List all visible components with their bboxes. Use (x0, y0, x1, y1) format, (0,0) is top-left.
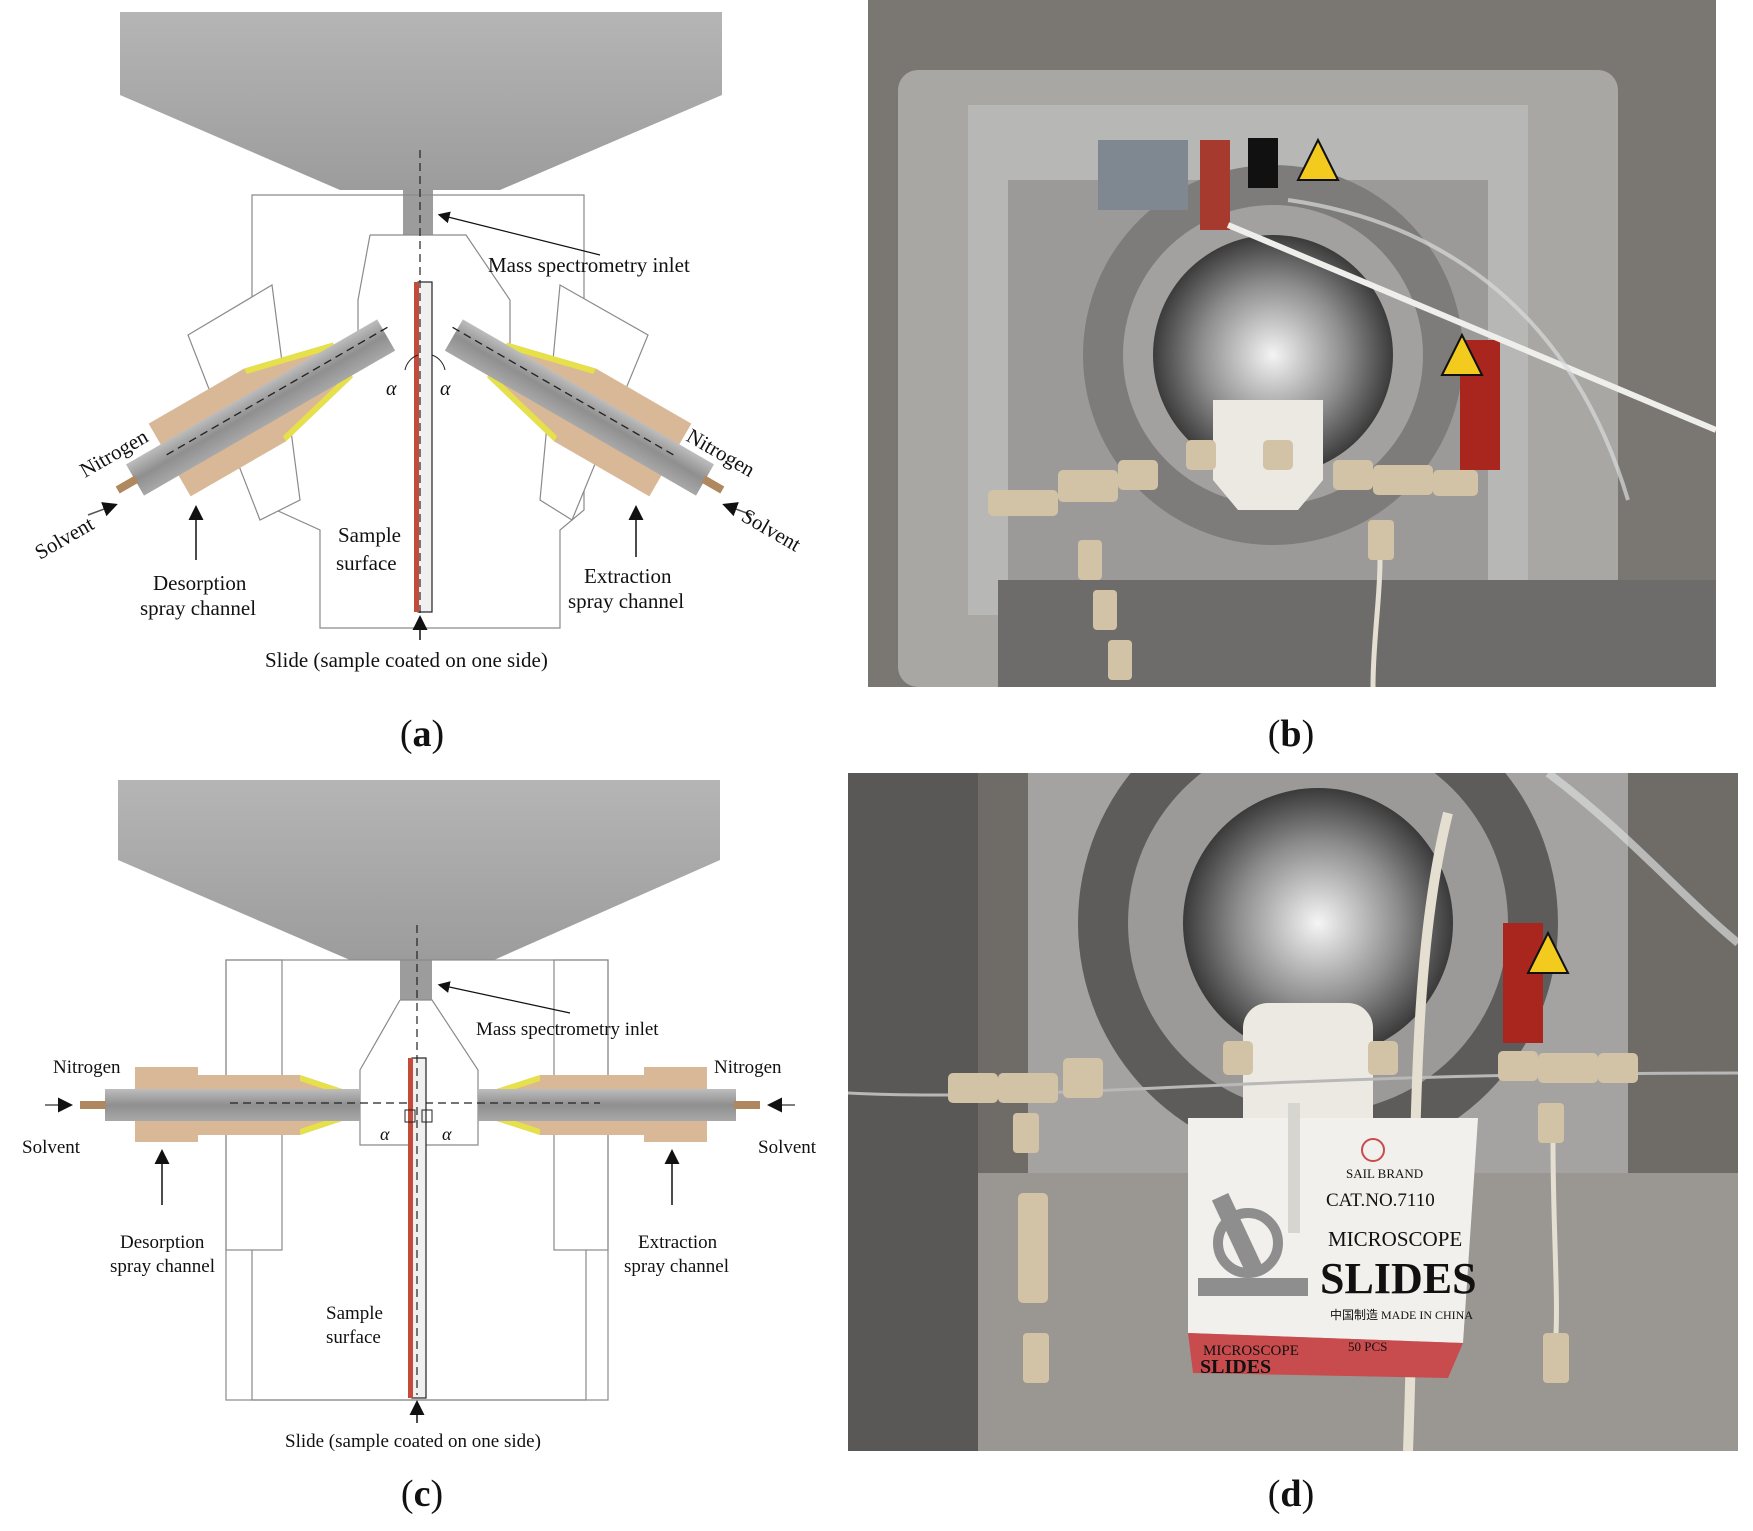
box-slides: SLIDES (1320, 1254, 1477, 1303)
label-sample-1: Sample (338, 523, 401, 547)
glass-slide-d (1288, 1103, 1300, 1233)
panel-a-svg: Mass spectrometry inlet Nitrogen Solvent… (31, 12, 806, 672)
sample-coating-c (408, 1058, 413, 1398)
left-tee-fitting-d (948, 1058, 1103, 1383)
caption-d: (d) (1267, 1473, 1315, 1515)
label-sample-1-c: Sample (326, 1303, 383, 1324)
label-nitrogen-right-c: Nitrogen (714, 1057, 782, 1078)
label-extraction-1: Extraction (584, 564, 672, 588)
warning-sign-icon (1296, 137, 1340, 181)
caption-c: (c) (400, 1473, 444, 1515)
box-side-pcs: 50 PCS (1348, 1339, 1387, 1354)
panel-c-diagram: Mass spectrometry inlet Nitrogen Solvent… (0, 775, 860, 1465)
angle-right-c: α (442, 1124, 452, 1144)
label-desorption-1-c: Desorption (120, 1232, 205, 1253)
panel-d-photo: SAIL BRAND CAT.NO.7110 MICROSCOPE SLIDES… (848, 773, 1738, 1451)
label-extraction-2: spray channel (568, 589, 684, 613)
label-nitrogen-left-c: Nitrogen (53, 1057, 121, 1078)
box-microscope: MICROSCOPE (1328, 1227, 1462, 1251)
label-ms-inlet-c: Mass spectrometry inlet (476, 1019, 659, 1040)
label-solvent-left-c: Solvent (22, 1137, 81, 1158)
ms-hood-c (118, 780, 720, 960)
panel-c-svg: Mass spectrometry inlet Nitrogen Solvent… (22, 780, 817, 1452)
label-slide-c: Slide (sample coated on one side) (285, 1431, 541, 1452)
label-extraction-2-c: spray channel (624, 1256, 729, 1277)
panel-b-svg (868, 0, 1716, 687)
label-sample-2-c: surface (326, 1327, 381, 1348)
left-tee-fitting (988, 460, 1158, 680)
microscope-slides-box: SAIL BRAND CAT.NO.7110 MICROSCOPE SLIDES… (1188, 1118, 1478, 1378)
sample-slide (417, 281, 433, 613)
desorption-spray-channel (115, 319, 396, 497)
warning-sign-icon-d (1526, 930, 1570, 974)
white-sprayer-holder-d (1243, 1003, 1373, 1153)
box-made: 中国制造 MADE IN CHINA (1330, 1307, 1473, 1322)
box-side-microscope: MICROSCOPE (1203, 1343, 1299, 1359)
label-slide: Slide (sample coated on one side) (265, 648, 548, 672)
ms-inlet-c (400, 960, 432, 1000)
caption-b: (b) (1267, 713, 1315, 755)
right-tee-fitting-d (1223, 1041, 1638, 1383)
label-solvent-right-c: Solvent (758, 1137, 817, 1158)
label-desorption-2: spray channel (140, 596, 256, 620)
label-extraction-1-c: Extraction (638, 1232, 718, 1253)
angle-left: α (386, 378, 397, 400)
box-cat: CAT.NO.7110 (1326, 1190, 1435, 1211)
label-sample-2: surface (336, 551, 397, 575)
label-solvent-left: Solvent (31, 511, 99, 564)
microscope-icon (1198, 1192, 1308, 1296)
label-desorption-2-c: spray channel (110, 1256, 215, 1277)
ms-hood (120, 12, 722, 190)
angle-right: α (440, 378, 451, 400)
sample-slide-c (411, 1057, 427, 1399)
label-desorption-1: Desorption (153, 571, 247, 595)
sail-brand-logo-icon (1361, 1138, 1385, 1162)
panel-a-diagram: Mass spectrometry inlet Nitrogen Solvent… (0, 0, 860, 700)
label-ms-inlet: Mass spectrometry inlet (488, 253, 690, 277)
extraction-spray-channel-c (478, 1067, 760, 1142)
ms-inlet (403, 190, 433, 235)
right-tee-fitting (1186, 440, 1478, 560)
sample-coating (414, 282, 419, 612)
panel-d-svg: SAIL BRAND CAT.NO.7110 MICROSCOPE SLIDES… (848, 773, 1738, 1451)
label-solvent-right: Solvent (738, 504, 806, 557)
box-side-slides: SLIDES (1200, 1356, 1271, 1378)
box-brand: SAIL BRAND (1346, 1166, 1423, 1181)
panel-b-photo (868, 0, 1716, 687)
angle-left-c: α (380, 1124, 390, 1144)
caption-a: (a) (399, 713, 445, 755)
desorption-spray-channel-c (80, 1067, 360, 1142)
extraction-spray-channel (444, 319, 725, 497)
warning-sign-icon-2 (1440, 332, 1484, 376)
